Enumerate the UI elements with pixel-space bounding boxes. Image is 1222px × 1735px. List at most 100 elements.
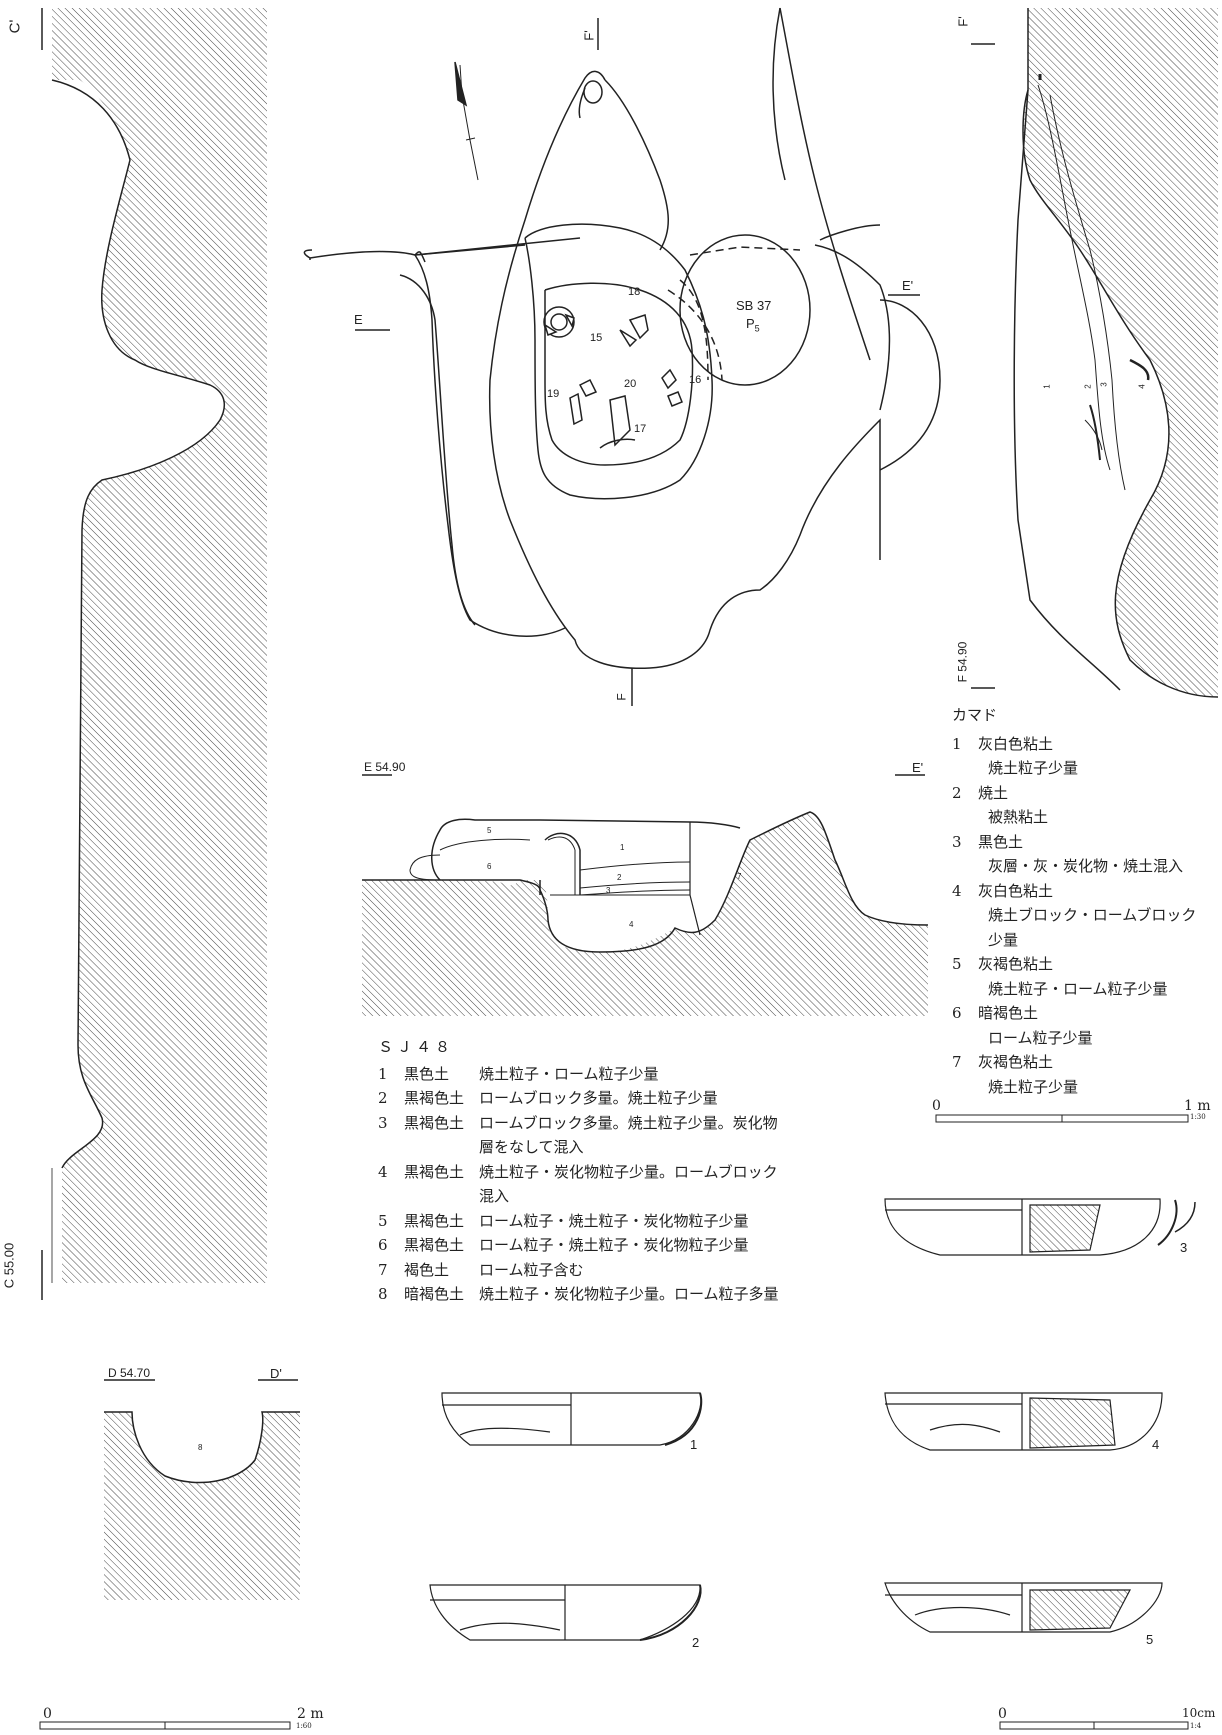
plan-view [303, 7, 941, 706]
kamado-desc: 灰層・灰・炭化物・焼土混入 [988, 857, 1184, 875]
section-e [362, 774, 929, 1016]
section-label-e-plan: E [354, 312, 363, 327]
e-layer-4: 4 [629, 920, 634, 929]
section-f [971, 8, 1219, 698]
e-layer-6: 6 [487, 862, 492, 871]
scale-bar-1-30 [935, 1114, 1189, 1123]
scale-4-zero: 0 [998, 1706, 1007, 1722]
section-d [104, 1379, 300, 1600]
artifact-number-3: 3 [1180, 1240, 1188, 1255]
scale-4-ratio: 1:4 [1190, 1722, 1202, 1730]
scale-bar-1-4 [999, 1721, 1189, 1730]
kamado-num: 6 [952, 1004, 962, 1022]
sj48-num: 3 [378, 1113, 388, 1132]
find-label-16: 16 [689, 374, 702, 386]
scale-bar-1-60 [39, 1721, 291, 1730]
section-label-c: C 55.00 [1, 1242, 17, 1289]
sj48-desc: ロームブロック多量。焼土粒子少量 [479, 1089, 718, 1107]
sj48-num: 7 [378, 1260, 388, 1279]
sj48-desc: ロームブロック多量。焼土粒子少量。炭化物 [479, 1113, 778, 1132]
find-label-18: 18 [628, 286, 641, 298]
artifact-drawings [429, 1198, 1196, 1641]
kamado-num: 1 [952, 734, 962, 753]
kamado-desc: 焼土粒子・ローム粒子少量 [988, 979, 1168, 998]
kamado-name: 灰白色粘土 [978, 734, 1054, 753]
sj48-name: 暗褐色土 [404, 1285, 465, 1303]
e-layer-7: 7 [737, 872, 742, 881]
sj48-desc: 混入 [479, 1187, 510, 1205]
scale-60-ratio: 1:60 [296, 1722, 312, 1730]
kamado-name: 暗褐色土 [978, 1004, 1039, 1022]
sj48-name: 黒褐色土 [404, 1236, 465, 1254]
kamado-num: 7 [952, 1053, 962, 1071]
sj48-num: 5 [378, 1211, 388, 1230]
section-label-d: D 54.70 [108, 1366, 151, 1380]
kamado-name: 黒色土 [978, 832, 1024, 851]
scale-4-end: 10cm [1182, 1706, 1216, 1720]
section-label-e-prime-section: E' [912, 760, 924, 775]
e-layer-2: 2 [617, 873, 622, 882]
sj48-name: 黒褐色土 [404, 1162, 465, 1181]
sj48-name: 褐色土 [404, 1260, 450, 1279]
kamado-desc: ローム粒子少量 [988, 1028, 1093, 1047]
e-layer-3: 3 [606, 886, 611, 895]
sj48-desc: 焼土粒子・炭化物粒子少量。ロームブロック [479, 1162, 778, 1181]
kamado-title: カマド [952, 706, 998, 724]
kamado-name: 灰褐色粘土 [978, 955, 1054, 973]
find-label-19: 19 [547, 388, 560, 400]
artifact-number-2: 2 [692, 1635, 700, 1650]
sj48-title: ＳＪ４８ [378, 1038, 455, 1056]
f-layer-3: 3 [1099, 382, 1109, 387]
sj48-num: 4 [378, 1162, 388, 1181]
sb37-label: SB 37 [736, 298, 772, 313]
section-label-e-prime-plan: E' [902, 278, 914, 293]
p5-label: P5 [746, 316, 760, 334]
kamado-name: 焼土 [978, 783, 1009, 802]
f-layer-4: 4 [1137, 384, 1147, 389]
kamado-num: 2 [952, 783, 962, 802]
section-c [41, 8, 267, 1300]
artifact-number-1: 1 [690, 1437, 698, 1452]
section-label-d-prime: D' [270, 1366, 282, 1381]
e-layer-5: 5 [487, 826, 492, 835]
kamado-desc: 焼土粒子少量 [988, 759, 1079, 777]
sj48-num: 8 [378, 1285, 388, 1303]
kamado-desc: 少量 [988, 930, 1019, 949]
kamado-desc: 被熱粘土 [988, 808, 1049, 826]
kamado-desc: 焼土粒子少量 [988, 1077, 1079, 1096]
sj48-desc: 焼土粒子・ローム粒子少量 [479, 1064, 659, 1083]
sj48-desc: ローム粒子・焼土粒子・炭化物粒子少量 [479, 1236, 749, 1254]
sj48-desc: 焼土粒子・炭化物粒子少量。ローム粒子多量 [479, 1285, 779, 1303]
artifact-number-5: 5 [1146, 1632, 1154, 1647]
kamado-name: 灰白色粘土 [978, 881, 1054, 900]
scale-30-zero: 0 [932, 1098, 941, 1114]
sj48-desc: 層をなして混入 [479, 1138, 584, 1156]
sj48-desc: ローム粒子・焼土粒子・炭化物粒子少量 [479, 1211, 749, 1230]
sj48-num: 2 [378, 1089, 388, 1107]
f-layer-2: 2 [1083, 384, 1093, 389]
section-label-f-prime-section: F' [955, 16, 971, 27]
scale-30-ratio: 1:30 [1190, 1113, 1206, 1121]
section-label-f-plan: F [614, 693, 629, 701]
scale-60-zero: 0 [43, 1706, 52, 1722]
scale-60-end: 2 m [297, 1706, 324, 1722]
section-label-f-section: F 54.90 [955, 641, 970, 683]
artifact-number-4: 4 [1152, 1437, 1160, 1452]
sj48-num: 6 [378, 1236, 388, 1254]
find-label-15: 15 [590, 332, 603, 344]
section-label-f-prime-plan: F' [581, 30, 597, 41]
kamado-num: 4 [952, 881, 962, 900]
section-label-e-section: E 54.90 [364, 760, 406, 774]
sj48-num: 1 [378, 1064, 388, 1083]
section-label-c-prime: C' [6, 19, 24, 34]
f-layer-1: 1 [1042, 384, 1052, 389]
sj48-name: 黒褐色土 [404, 1211, 465, 1230]
sj48-name: 黒色土 [404, 1064, 450, 1083]
kamado-name: 灰褐色粘土 [978, 1053, 1054, 1071]
e-layer-1: 1 [620, 843, 625, 852]
find-label-20: 20 [624, 378, 637, 390]
sj48-name: 黒褐色土 [404, 1089, 465, 1107]
